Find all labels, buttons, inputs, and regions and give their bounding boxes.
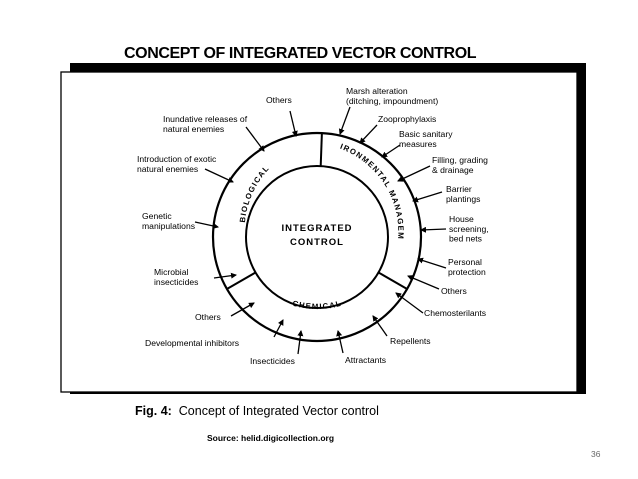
outer-ring xyxy=(211,131,423,343)
label-repellents: Repellents xyxy=(390,336,431,346)
label-inundative-releases: Inundative releases of natural enemies xyxy=(163,114,249,134)
center-label-line-2: CONTROL xyxy=(290,237,344,248)
arrow-microbial xyxy=(213,272,237,279)
frame xyxy=(60,71,578,393)
arrow-exotic xyxy=(204,168,234,183)
label-developmental-inhibitors: Developmental inhibitors xyxy=(145,338,239,348)
label-filling: Filling, grading & drainage xyxy=(432,155,490,175)
caption-label: Fig. 4: xyxy=(135,404,172,418)
arrow-marsh xyxy=(338,106,351,135)
source-credit: Source: helid.digicollection.org xyxy=(207,433,335,443)
label-barrier-plantings: Barrier plantings xyxy=(446,184,480,204)
label-genetic-manipulations: Genetic manipulations xyxy=(142,211,195,231)
arrow-attractants xyxy=(336,330,344,354)
arrow-insecticides xyxy=(297,330,304,355)
caption-text: Concept of Integrated Vector control xyxy=(178,404,379,418)
label-others-chemical: Others xyxy=(195,312,221,322)
arrow-inundative xyxy=(245,126,265,152)
divider-top xyxy=(319,133,323,167)
arrow-chemosterilants xyxy=(395,292,424,314)
arrow-others-chem xyxy=(230,302,255,317)
arrow-zoo xyxy=(359,124,378,144)
label-attractants: Attractants xyxy=(345,355,386,365)
page-number: 36 xyxy=(591,449,601,459)
label-house-screening: House screening, bed nets xyxy=(449,214,491,244)
arrow-others-bio xyxy=(289,110,298,137)
arrow-barrier xyxy=(412,191,443,203)
label-insecticides: Insecticides xyxy=(250,356,295,366)
label-zooprophylaxis: Zooprophylaxis xyxy=(378,114,436,124)
figure-caption: Fig. 4: Concept of Integrated Vector con… xyxy=(135,404,379,418)
divider-left xyxy=(226,271,256,290)
inner-circle xyxy=(245,165,389,309)
arrow-repellents xyxy=(372,315,388,337)
label-exotic-enemies: Introduction of exotic natural enemies xyxy=(137,154,219,174)
label-others-environmental: Others xyxy=(441,286,467,296)
label-chemosterilants: Chemosterilants xyxy=(424,308,486,318)
arrow-filling xyxy=(397,165,431,182)
label-basic-sanitary: Basic sanitary measures xyxy=(399,129,455,149)
label-others-biological: Others xyxy=(266,95,292,105)
center-label-line-1: INTEGRATED xyxy=(281,223,352,234)
label-marsh-alteration: Marsh alteration (ditching, impoundment) xyxy=(346,86,438,106)
arrow-developmental xyxy=(273,319,284,338)
label-personal-protection: Personal protection xyxy=(448,257,486,277)
label-microbial-insecticides: Microbial insecticides xyxy=(154,267,198,287)
arrow-others-env xyxy=(407,275,440,290)
arrow-genetic xyxy=(194,221,219,229)
segment-chemical: CHEMICAL xyxy=(291,299,342,311)
arrow-personal xyxy=(417,257,447,269)
arrows xyxy=(194,106,447,355)
arrow-house xyxy=(420,226,447,233)
divider-right xyxy=(378,271,408,290)
arrow-sanitary xyxy=(381,144,401,158)
diagram-title: CONCEPT OF INTEGRATED VECTOR CONTROL xyxy=(124,45,477,62)
